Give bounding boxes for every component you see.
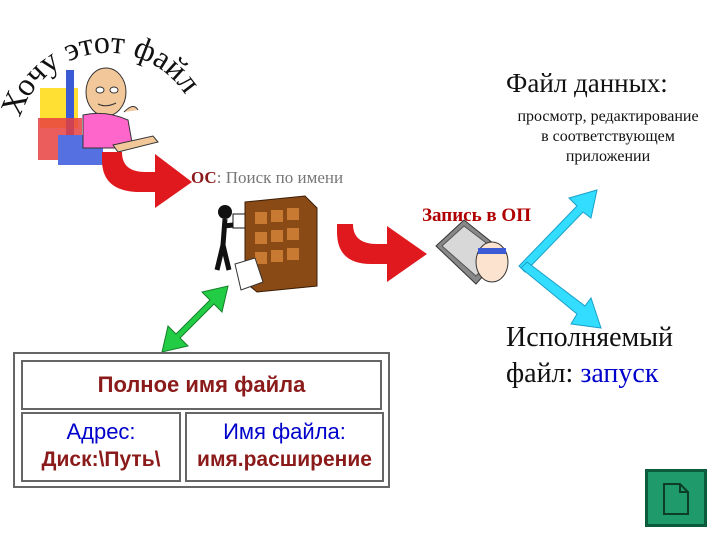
os-label-bold: ОС — [191, 168, 217, 187]
file-name-header: Полное имя файла — [21, 360, 382, 410]
os-search-label: ОС: Поиск по имени — [191, 168, 343, 188]
document-icon — [663, 483, 689, 515]
executable-label: Исполняемый файл: запуск — [506, 320, 673, 392]
executable-prefix: файл: — [506, 358, 574, 389]
green-double-arrow-icon — [161, 285, 229, 353]
person-icon — [38, 67, 159, 165]
ram-write-label: Запись в ОП — [422, 205, 531, 226]
red-arrow-icon-2 — [337, 224, 427, 282]
file-name-table: Полное имя файла Адрес: Диск:\Путь\ Имя … — [13, 352, 390, 488]
name-value: имя.расширение — [197, 448, 372, 471]
red-arrow-icon — [102, 152, 192, 208]
name-cell: Имя файла: имя.расширение — [185, 412, 384, 482]
notebook-icon — [435, 219, 509, 285]
cabinet-icon — [214, 195, 318, 293]
cyan-arrows-icon — [518, 189, 602, 329]
os-label-text: : Поиск по имени — [216, 168, 344, 187]
address-cell: Адрес: Диск:\Путь\ — [21, 412, 181, 482]
executable-action: запуск — [580, 358, 659, 389]
executable-line1: Исполняемый — [506, 322, 674, 353]
address-label: Адрес: — [66, 419, 136, 444]
name-label: Имя файла: — [223, 419, 346, 444]
next-document-button[interactable] — [645, 469, 707, 527]
address-value: Диск:\Путь\ — [41, 448, 161, 471]
data-file-title: Файл данных: — [506, 68, 668, 98]
data-file-description: просмотр, редактирование в соответствующ… — [517, 108, 699, 165]
